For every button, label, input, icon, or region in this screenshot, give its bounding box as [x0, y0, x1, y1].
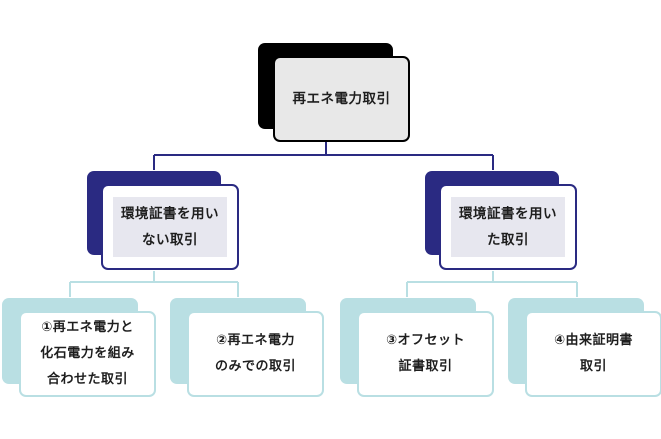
leaf-node-label: ④由来証明書 取引: [553, 333, 633, 374]
leaf-node-box: ④由来証明書 取引: [525, 311, 661, 397]
connector-root-branches: [153, 142, 494, 170]
connector-left-children: [69, 271, 239, 297]
branch-node-label: 環境証書を用い た取引: [451, 197, 565, 257]
branch-node-label: 環境証書を用い ない取引: [113, 197, 227, 257]
leaf-node-box: ②再エネ電力 のみでの取引: [187, 311, 324, 397]
root-node-label: 再エネ電力取引: [292, 91, 391, 107]
leaf-node-box: ①再エネ電力と 化石電力を組み 合わせた取引: [19, 311, 156, 397]
branch-node-box: 環境証書を用い た取引: [439, 184, 577, 270]
branch-node-box: 環境証書を用い ない取引: [101, 184, 239, 270]
leaf-node-label: ②再エネ電力 のみでの取引: [214, 333, 296, 374]
leaf-node-box: ③オフセット 証書取引: [357, 311, 494, 397]
root-node-box: 再エネ電力取引: [273, 56, 410, 142]
leaf-node-label: ③オフセット 証書取引: [385, 333, 465, 374]
leaf-node-label: ①再エネ電力と 化石電力を組み 合わせた取引: [40, 320, 135, 387]
connector-right-children: [406, 271, 578, 297]
